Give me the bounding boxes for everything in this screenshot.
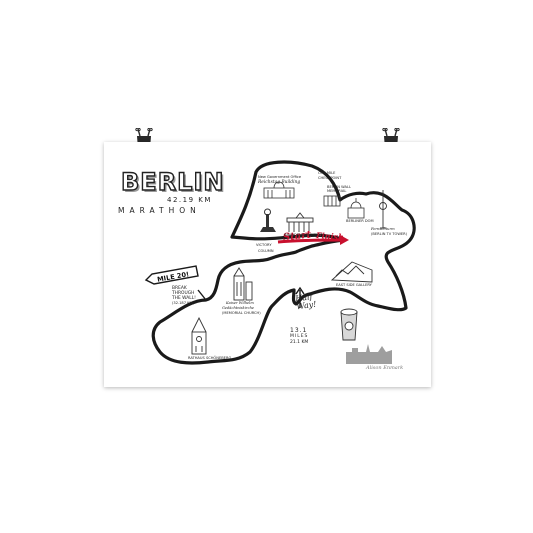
poster xyxy=(104,142,431,387)
poster-event: MARATHON xyxy=(118,206,201,215)
brandenburg-gate-icon xyxy=(286,212,314,232)
beer-glass-icon xyxy=(340,308,358,341)
tv-tower-label: Fernsehturm xyxy=(371,227,395,231)
brandenburg-gate-label: BRANDENBURG GATE xyxy=(284,233,323,237)
berlin-skyline xyxy=(346,344,392,364)
victory-column-icon xyxy=(260,208,276,232)
half-way-miles-label: MILES xyxy=(290,334,309,339)
wall-memorial-label: MEMORIAL xyxy=(327,189,347,193)
east-side-gallery-label: EAST SIDE GALLERY xyxy=(336,283,372,287)
east-side-gallery-icon xyxy=(330,261,373,283)
tv-tower-label: (BERLIN TV TOWER) xyxy=(371,232,408,236)
half-way-label: Half Way! xyxy=(295,292,317,312)
victory-column-label: VICTORY xyxy=(256,243,272,247)
artist-signature: Alison Enmark xyxy=(366,365,404,371)
berlin-wall-memorial-icon xyxy=(323,195,341,207)
checkpoint-label: ONE MILE xyxy=(318,171,336,175)
route-line xyxy=(151,160,416,365)
tv-tower-icon xyxy=(379,190,387,229)
mile-note-line: (32.187 KM) xyxy=(172,301,194,305)
church-label: (MEMORIAL CHURCH) xyxy=(222,311,261,315)
rathaus-schoeneberg-icon xyxy=(191,316,207,355)
rathaus-label: RATHAUS SCHÖNEBERG xyxy=(188,356,232,360)
victory-column-label: COLUMN xyxy=(258,249,274,253)
checkpoint-label: CHECKPOINT xyxy=(318,176,342,180)
reichstag-icon xyxy=(263,181,295,199)
poster-title: BERLIN xyxy=(120,168,225,196)
berliner-dom-label: BERLINER DOM xyxy=(346,219,374,223)
kaiser-wilhelm-church-icon xyxy=(233,267,253,301)
berliner-dom-icon xyxy=(347,198,365,219)
mile-note-line: BREAK xyxy=(172,286,187,291)
start-finish-arrow xyxy=(277,238,345,244)
mile-marker-arrow xyxy=(197,289,207,301)
reichstag-label: Reichstag Building xyxy=(258,180,301,185)
church-label: Gedächtniskirche xyxy=(222,306,255,310)
poster-distance: 42.19 KM xyxy=(167,196,212,204)
wall-memorial-label: BERLIN WALL xyxy=(327,185,351,189)
half-way-km: 21.1 KM xyxy=(290,340,309,345)
mile-note-line: THROUGH xyxy=(172,291,195,296)
mile-note-line: THE WALL! xyxy=(172,296,196,301)
half-way-arrow xyxy=(295,286,305,308)
church-label: Kaiser Wilhelm xyxy=(226,301,254,305)
reichstag-label: New Government Office xyxy=(258,175,302,179)
half-way-miles: 13.1 xyxy=(290,327,308,334)
